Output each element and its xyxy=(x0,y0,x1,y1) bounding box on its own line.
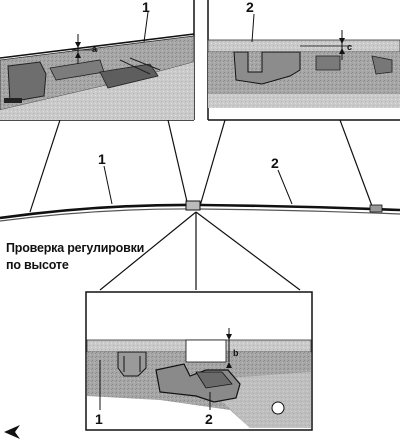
back-arrow-icon xyxy=(4,425,20,439)
bottom-detail-panel xyxy=(85,291,313,431)
label-top-left-part: 1 xyxy=(142,0,150,15)
caption-line-1: Проверка регулировки xyxy=(6,241,145,255)
label-overview-left-part: 1 xyxy=(98,151,106,167)
label-overview-right-part: 2 xyxy=(271,155,279,171)
label-bottom-left-part: 1 xyxy=(95,411,103,427)
label-dimension-a: a xyxy=(92,44,98,54)
label-top-right-part: 2 xyxy=(246,0,254,15)
top-left-detail-panel xyxy=(0,0,195,121)
clip-right xyxy=(233,51,301,85)
label-bottom-right-part: 2 xyxy=(205,411,213,427)
top-right-detail-panel xyxy=(207,0,400,121)
label-dimension-c: c xyxy=(347,42,352,52)
zoom-lines-bottom xyxy=(99,211,301,291)
label-dimension-b: b xyxy=(233,348,239,358)
zoom-lines-top xyxy=(29,119,373,213)
clip-left xyxy=(7,61,47,103)
caption-line-2: по высоте xyxy=(6,258,69,272)
caption-height-adjustment-check: Проверка регулировки по высоте xyxy=(6,240,186,274)
overview-trim-strip xyxy=(0,165,400,222)
